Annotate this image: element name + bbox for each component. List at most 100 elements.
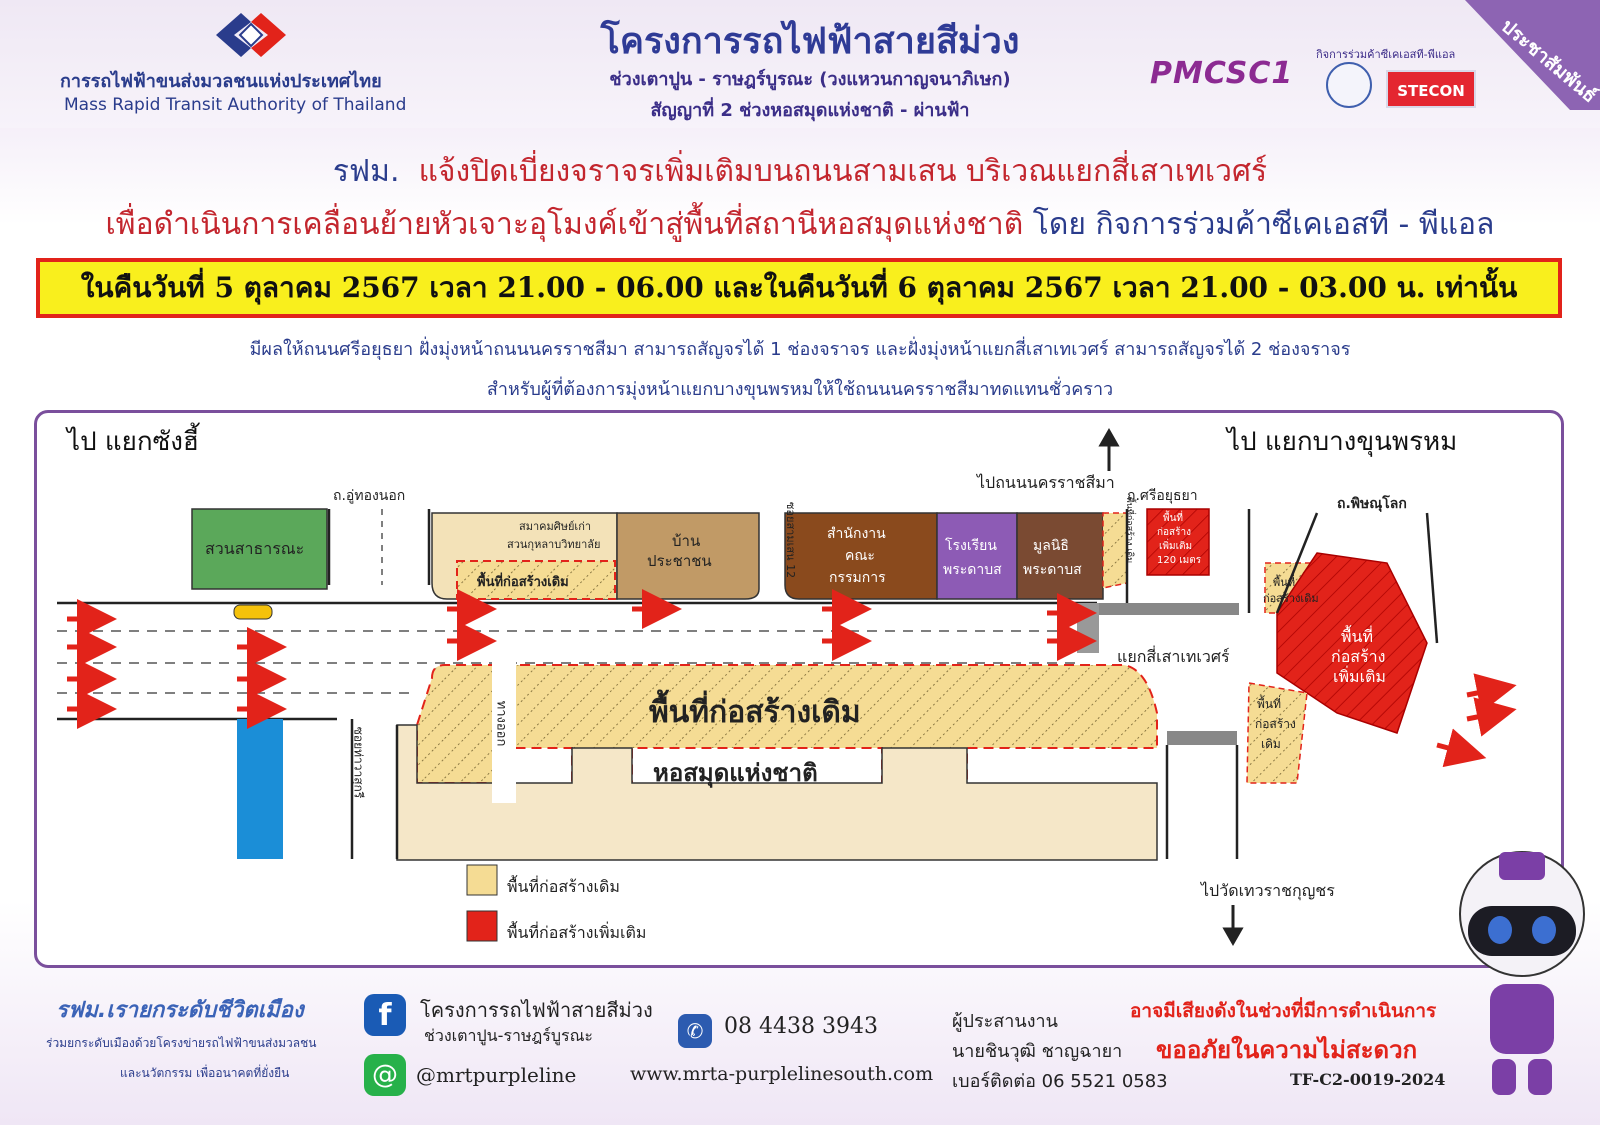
slogan: รฟม.เรายกระดับชีวิตเมือง: [56, 998, 304, 1023]
legend-existing-label: พื้นที่ก่อสร้างเดิม: [507, 877, 620, 896]
map-canvas: [57, 427, 1517, 947]
exit-label: ทางออก: [493, 700, 509, 747]
mrta-logo-icon: [216, 13, 286, 57]
junction-label: แยกสี่เสาเทเวศร์: [1117, 647, 1230, 666]
crosswalk-north: [1099, 603, 1239, 615]
new-big-zone: [1276, 552, 1428, 734]
school-label-1: โรงเรียน: [945, 538, 997, 554]
facebook-name[interactable]: โครงการรถไฟฟ้าสายสีม่วง: [420, 998, 653, 1022]
committee-office-block: [784, 512, 938, 600]
new-big-label-2: ก่อสร้าง: [1331, 647, 1386, 666]
existing-corner-label-2: ก่อสร้างเดิม: [1263, 592, 1319, 605]
jv-label: กิจการร่วมค้าซีเคเอสที-พีแอล: [1316, 48, 1456, 61]
legend-new-label: พื้นที่ก่อสร้างเพิ่มเติม: [507, 923, 647, 942]
existing-lower-zone: [1246, 682, 1308, 784]
jv-seal-icon: [1326, 62, 1372, 108]
partial-existing-label: พื้นที่ก่อสร้าง เดิม: [1124, 496, 1135, 564]
new-big-label-1: พื้นที่: [1341, 627, 1374, 646]
existing-main-zone-label: พื้นที่ก่อสร้างเดิม: [649, 695, 861, 730]
facebook-icon[interactable]: f: [364, 994, 406, 1036]
effect-line-2: สำหรับผู้ที่ต้องการมุ่งหน้าแยกบางขุนพรหม…: [486, 379, 1114, 400]
org-name-en: Mass Rapid Transit Authority of Thailand: [64, 95, 407, 115]
subtitle-by: โดย กิจการร่วมค้าซีเคเอสที - พีแอล: [1032, 207, 1495, 242]
foundation-label-1: มูลนิธิ: [1033, 538, 1069, 554]
direction-left-label: ไป แยกซังฮี้: [67, 427, 199, 457]
subtitle-main: เพื่อดำเนินการเคลื่อนย้ายหัวเจาะอุโมงค์เ…: [105, 207, 1024, 242]
to-wat-thewarat-label: ไปวัดเทวราชกุญชร: [1201, 881, 1335, 900]
crosswalk-east: [1077, 603, 1099, 653]
canal: [237, 719, 283, 859]
alumni-assoc-label-2: สวนกุหลาบวิทยาลัย: [507, 538, 601, 551]
date-banner: ในคืนวันที่ 5 ตุลาคม 2567 เวลา 21.00 - 0…: [36, 258, 1562, 318]
org-name-th: การรถไฟฟ้าขนส่งมวลชนแห่งประเทศไทย: [60, 71, 382, 92]
foundation-label-2: พระดาบส: [1023, 562, 1082, 578]
existing-corner-label-1: พื้นที่: [1273, 576, 1296, 589]
title-prefix: รฟม.: [332, 154, 400, 189]
new-small-label-4: 120 เมตร: [1157, 555, 1202, 566]
direction-arrows-black: [1098, 427, 1244, 947]
legend-existing-swatch: [466, 864, 498, 896]
announcement-title: รฟม. แจ้งปิดเบี่ยงจราจรเพิ่มเติมบนถนนสาม…: [0, 148, 1600, 195]
houses-label-2: ประชาชน: [647, 552, 712, 570]
existing-small-zone-label: พื้นที่ก่อสร้างเดิม: [477, 575, 569, 590]
existing-lower-label-1: พื้นที่: [1257, 697, 1282, 711]
taxi-icon: [233, 604, 273, 620]
noise-warning: อาจมีเสียงดังในช่วงที่มีการดำเนินการ: [1130, 1000, 1437, 1022]
direction-right-label: ไป แยกบางขุนพรหม: [1227, 427, 1458, 457]
apology: ขออภัยในความไม่สะดวก: [1156, 1036, 1418, 1064]
coordinator-label: ผู้ประสานงาน: [952, 1011, 1058, 1032]
to-nakhon-ratchasima-label: ไปถนนนครราชสีมา: [977, 473, 1115, 492]
sub-slogan-1: ร่วมยกระดับเมืองด้วยโครงข่ายรถไฟฟ้าขนส่ง…: [46, 1036, 317, 1050]
foundation-block: [1016, 512, 1104, 600]
line-id[interactable]: @mrtpurpleline: [416, 1063, 577, 1087]
committee-office-label-1: สำนักงาน: [827, 526, 886, 542]
stecon-logo: STECON: [1386, 70, 1476, 108]
effect-line-1: มีผลให้ถนนศรีอยุธยา ฝั่งมุ่งหน้าถนนนครรา…: [249, 339, 1351, 360]
exit-road: [492, 659, 516, 803]
mascot-icon: [1459, 851, 1585, 1095]
traffic-map: ไป แยกซังฮี้ ไป แยกบางขุนพรหม ไปถนนนครรา…: [34, 410, 1564, 968]
phitsanulok-label: ถ.พิษณุโลก: [1337, 496, 1407, 512]
committee-office-label-3: กรรมการ: [829, 570, 886, 586]
phone-icon: ✆: [678, 1014, 712, 1048]
crosswalk-south: [1167, 731, 1237, 745]
pmcsc1-logo: PMCSC1: [1150, 56, 1294, 91]
phitsanulok-road-right: [1425, 512, 1439, 644]
phone-number[interactable]: 08 4438 3943: [724, 1014, 878, 1039]
new-big-label-3: เพิ่มเติม: [1333, 667, 1386, 686]
existing-lower-label-2: ก่อสร้าง: [1255, 717, 1296, 731]
u-thong-nok-label: ถ.อู่ทองนอก: [333, 488, 406, 504]
alumni-assoc-label-1: สมาคมศิษย์เก่า: [519, 520, 592, 533]
library-label: หอสมุดแห่งชาติ: [653, 759, 818, 787]
park-label: สวนสาธารณะ: [205, 539, 305, 558]
pr-ribbon: ประชาสัมพันธ์: [1440, 0, 1600, 110]
contract-label: สัญญาที่ 2 ช่วงหอสมุดแห่งชาติ - ผ่านฟ้า: [650, 100, 970, 121]
soi-samsen-12-label: ซอยสามเสน 12: [784, 501, 798, 579]
sub-slogan-2: และนวัตกรรม เพื่ออนาคตที่ยั่งยืน: [120, 1066, 290, 1080]
phitsanulok-road-left: [1275, 512, 1319, 614]
traffic-arrows-red: [67, 589, 1517, 768]
project-section: ช่วงเตาปูน - ราษฎร์บูรณะ (วงแหวนกาญจนาภิ…: [609, 69, 1011, 90]
coordinator-name: นายชินวุฒิ ชาญฉายา: [952, 1041, 1123, 1062]
new-small-label-1: พื้นที่: [1163, 513, 1184, 524]
houses-label-1: บ้าน: [672, 532, 701, 550]
park-block: [191, 508, 328, 590]
website-link[interactable]: www.mrta-purplelinesouth.com: [630, 1063, 934, 1085]
new-zone-120m: [1146, 508, 1210, 576]
committee-office-label-2: คณะ: [845, 548, 875, 564]
line-icon: @: [364, 1054, 406, 1096]
project-title: โครงการรถไฟฟ้าสายสีม่วง: [600, 21, 1020, 62]
new-small-label-2: ก่อสร้าง: [1157, 527, 1192, 538]
date-banner-text: ในคืนวันที่ 5 ตุลาคม 2567 เวลา 21.00 - 0…: [80, 271, 1518, 304]
announcement-subtitle: เพื่อดำเนินการเคลื่อนย้ายหัวเจาะอุโมงค์เ…: [0, 201, 1600, 248]
si-ayutthaya-label: ถ.ศรีอยุธยา: [1127, 488, 1198, 504]
school-label-2: พระดาบส: [943, 562, 1002, 578]
title-main: แจ้งปิดเบี่ยงจราจรเพิ่มเติมบนถนนสามเสน บ…: [418, 154, 1268, 189]
new-small-label-3: เพิ่มเติม: [1159, 541, 1193, 552]
doc-code: TF-C2-0019-2024: [1290, 1070, 1446, 1089]
facebook-sub: ช่วงเตาปูน-ราษฎร์บูรณะ: [424, 1026, 594, 1045]
houses-block: [616, 512, 760, 600]
coordinator-phone[interactable]: เบอร์ติดต่อ 06 5521 0583: [952, 1071, 1168, 1092]
soi-tha-wasukri-label: ซอยท่าวาสุกรี: [351, 726, 366, 799]
existing-lower-label-3: เดิม: [1261, 737, 1281, 751]
